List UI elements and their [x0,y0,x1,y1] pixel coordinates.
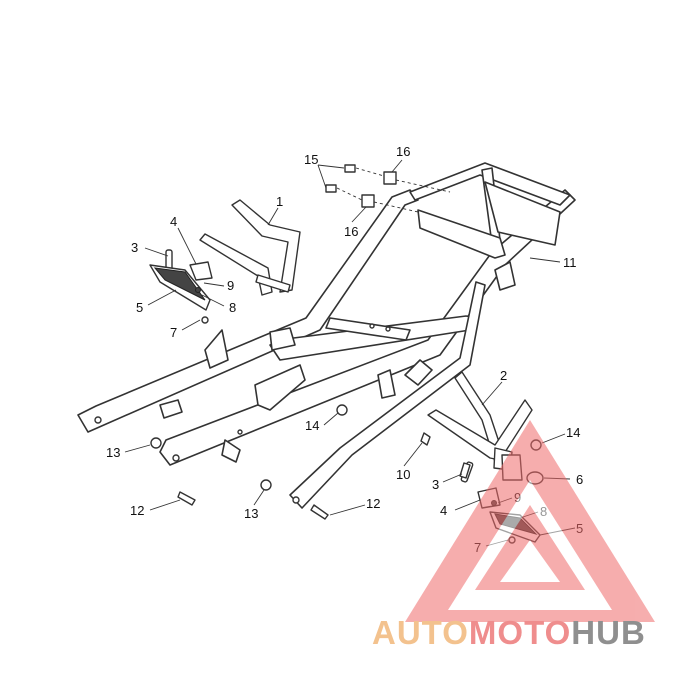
callout-16-top: 16 [396,144,410,159]
callout-5-left: 5 [136,300,143,315]
rear-subframe [77,162,576,509]
callout-2: 2 [500,368,507,383]
callout-8-right: 8 [540,504,547,519]
callout-3-right: 3 [432,477,439,492]
callout-14-left: 14 [305,418,319,433]
callout-7-left: 7 [170,325,177,340]
callout-9-right: 9 [514,490,521,505]
footpeg-assembly-left [149,249,213,324]
callout-5-right: 5 [576,521,583,536]
callout-14-right: 14 [566,425,580,440]
callout-3-left: 3 [131,240,138,255]
callout-8-left: 8 [229,300,236,315]
callout-7-right: 7 [474,540,481,555]
callout-4-left: 4 [170,214,177,229]
callout-12-left: 12 [130,503,144,518]
callout-15: 15 [304,152,318,167]
callout-11: 11 [563,255,577,270]
callout-9-left: 9 [227,278,234,293]
callout-13-left: 13 [106,445,120,460]
callout-4-right: 4 [440,503,447,518]
callout-10: 10 [396,467,410,482]
callout-1: 1 [276,194,283,209]
callout-12-right: 12 [366,496,380,511]
passenger-grab-handle-left [199,199,301,296]
callout-13-right: 13 [244,506,258,521]
callout-6: 6 [576,472,583,487]
callout-16-bottom: 16 [344,224,358,239]
